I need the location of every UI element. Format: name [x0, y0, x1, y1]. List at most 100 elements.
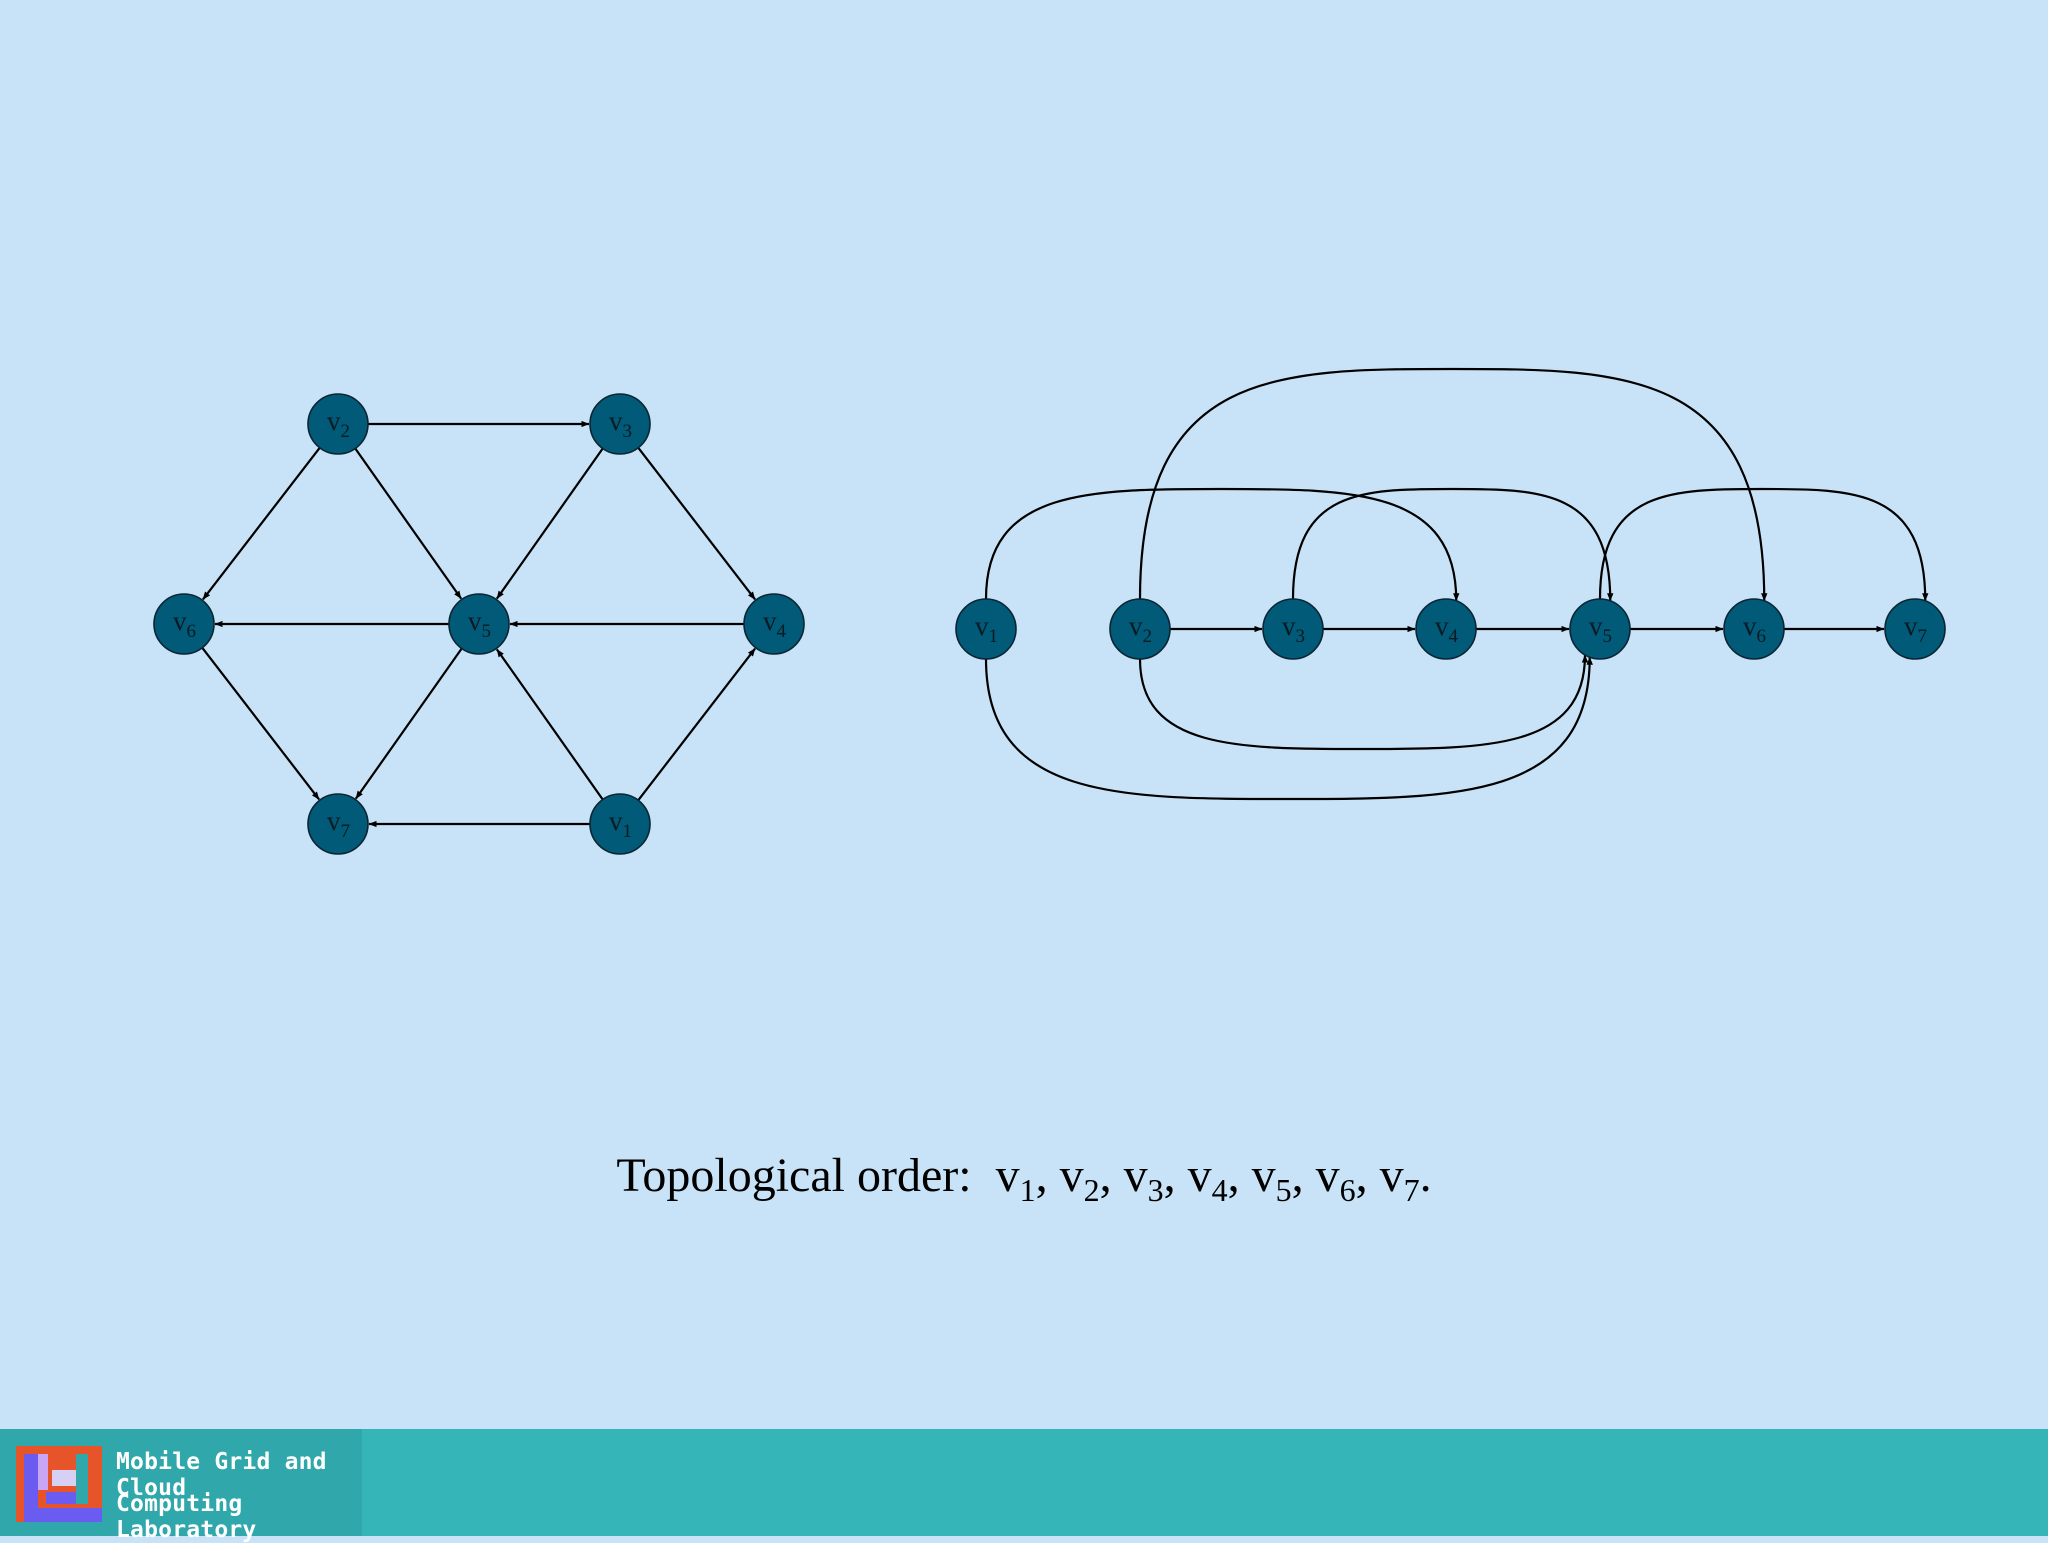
caption-separator: ,	[1227, 1149, 1252, 1202]
caption-separator: ,	[1099, 1149, 1124, 1202]
node-label-subscript: 7	[1918, 626, 1928, 647]
node-label: v1	[609, 806, 632, 842]
node-label-base: v	[975, 611, 989, 641]
node-label-subscript: 4	[1449, 626, 1459, 647]
node-label: v7	[327, 806, 350, 842]
lab-logo: Mobile Grid and Cloud Computing Laborato…	[0, 1429, 362, 1543]
node-label: v4	[763, 606, 787, 642]
node-label-base: v	[173, 606, 187, 636]
caption-item-v1: v1	[996, 1149, 1036, 1208]
left-node-v5: v5	[448, 593, 510, 655]
node-label-subscript: 4	[777, 621, 787, 642]
lab-name-line-1: Mobile Grid and Cloud	[116, 1449, 327, 1501]
caption-order-list: v1, v2, v3, v4, v5, v6, v7	[996, 1149, 1420, 1208]
node-label-base: v	[468, 606, 482, 636]
node-label-subscript: 6	[187, 621, 197, 642]
left-edge-v3-v5	[495, 447, 604, 600]
left-node-v7: v7	[307, 793, 369, 855]
left-edge-v2-v6	[202, 447, 321, 601]
caption-item-base: v	[1123, 1149, 1148, 1202]
right-node-v4: v4	[1415, 598, 1477, 660]
node-label: v3	[609, 406, 632, 442]
caption-item-subscript: 2	[1083, 1172, 1100, 1208]
caption-item-v4: v4	[1187, 1149, 1228, 1208]
node-label-base: v	[609, 806, 623, 836]
node-circle	[1262, 598, 1324, 660]
node-label-base: v	[1129, 611, 1143, 641]
left-node-v6: v6	[153, 593, 215, 655]
footer-bar: Mobile Grid and Cloud Computing Laborato…	[0, 1429, 2048, 1543]
topological-order-caption: Topological order: v1, v2, v3, v4, v5, v…	[0, 1148, 2048, 1209]
node-label-subscript: 1	[623, 821, 633, 842]
node-label-base: v	[763, 606, 777, 636]
right-edge-v1-v4	[984, 487, 1460, 602]
left-graph-edges	[201, 420, 756, 828]
right-graph-edges	[984, 367, 1929, 801]
caption-separator: ,	[1291, 1149, 1316, 1202]
node-circle	[153, 593, 215, 655]
node-label: v5	[1589, 611, 1612, 647]
node-label: v1	[975, 611, 998, 647]
caption-item-v6: v6	[1315, 1149, 1356, 1208]
node-circle	[743, 593, 805, 655]
caption-item-v7: v7	[1380, 1149, 1420, 1208]
caption-item-v3: v3	[1123, 1149, 1164, 1208]
node-label-base: v	[1743, 611, 1757, 641]
caption-separator: ,	[1035, 1149, 1060, 1202]
caption-terminator: .	[1419, 1149, 1432, 1202]
right-edge-v3-v5	[1291, 487, 1614, 602]
node-label: v3	[1282, 611, 1305, 647]
node-label: v5	[468, 606, 491, 642]
lab-name-line-2: Computing Laboratory	[116, 1491, 257, 1543]
lab-logo-icon	[16, 1446, 102, 1522]
caption-item-subscript: 7	[1403, 1172, 1420, 1208]
caption-item-subscript: 3	[1147, 1172, 1164, 1208]
node-label-base: v	[609, 406, 623, 436]
caption-item-v2: v2	[1060, 1149, 1100, 1208]
caption-item-v5: v5	[1251, 1149, 1292, 1208]
left-edge-v1-v5	[495, 648, 604, 801]
right-edge-v2-v6	[1138, 367, 1768, 602]
right-node-v7: v7	[1884, 598, 1946, 660]
caption-separator: ,	[1163, 1149, 1188, 1202]
node-label-subscript: 5	[1603, 626, 1613, 647]
node-circle	[1884, 598, 1946, 660]
caption-item-subscript: 6	[1339, 1172, 1356, 1208]
caption-separator: ,	[1355, 1149, 1380, 1202]
left-node-v4: v4	[743, 593, 805, 655]
node-label-base: v	[1904, 611, 1918, 641]
node-circle	[1109, 598, 1171, 660]
node-circle	[1415, 598, 1477, 660]
node-label-base: v	[1589, 611, 1603, 641]
node-label: v6	[173, 606, 196, 642]
right-node-v3: v3	[1262, 598, 1324, 660]
right-edge-v2-v5	[1138, 654, 1589, 751]
left-edge-v2-v5	[354, 447, 463, 600]
node-label-subscript: 2	[1143, 626, 1153, 647]
node-label-subscript: 1	[989, 626, 999, 647]
node-label-base: v	[327, 806, 341, 836]
node-label-base: v	[327, 406, 341, 436]
caption-item-base: v	[1315, 1149, 1340, 1202]
right-edge-v1-v5	[984, 656, 1593, 801]
node-label: v4	[1435, 611, 1459, 647]
right-node-v6: v6	[1723, 598, 1785, 660]
caption-item-base: v	[1187, 1149, 1212, 1202]
right-node-v2: v2	[1109, 598, 1171, 660]
node-label: v7	[1904, 611, 1927, 647]
left-edge-v3-v4	[637, 447, 756, 601]
right-node-v1: v1	[955, 598, 1017, 660]
left-edge-v6-v7	[201, 647, 320, 801]
node-label-base: v	[1435, 611, 1449, 641]
node-circle	[307, 393, 369, 455]
node-label-subscript: 6	[1757, 626, 1767, 647]
left-edge-v1-v4	[637, 647, 756, 801]
left-node-v1: v1	[589, 793, 651, 855]
caption-item-base: v	[1251, 1149, 1276, 1202]
right-node-v5: v5	[1569, 598, 1631, 660]
right-edge-v5-v7	[1598, 487, 1929, 602]
node-circle	[448, 593, 510, 655]
